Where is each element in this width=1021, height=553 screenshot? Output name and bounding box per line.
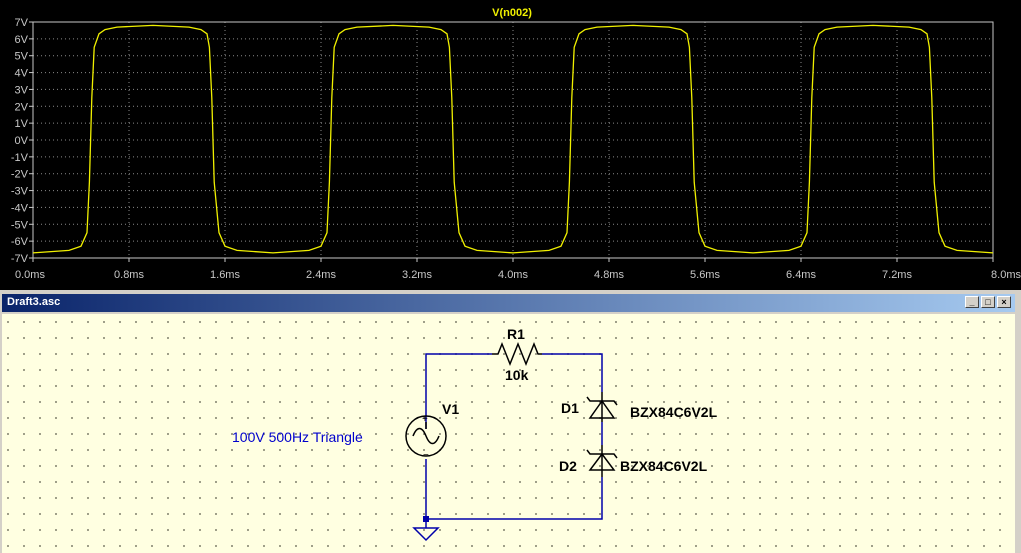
d1-model[interactable]: BZX84C6V2L [630,404,718,420]
y-tick-label: 5V [15,51,29,63]
plot-frame [32,21,994,259]
series-line[interactable] [32,24,994,254]
trace-title[interactable]: V(n002) [492,7,532,19]
y-tick-label: -1V [11,152,29,164]
y-axis-ticks: 7V 6V 5V 4V 3V 2V 1V 0V -1V -2V -3V -4V -5V -6V -7V [11,17,33,265]
resistor-r1[interactable]: R1 10k [492,326,542,383]
schematic-window[interactable]: Draft3.asc _ □ × R1 10k [0,292,1017,553]
x-tick-label: 0.8ms [114,269,144,281]
y-tick-label: -2V [11,169,29,181]
close-button[interactable]: × [997,296,1011,308]
sine-wave-icon [412,427,440,445]
zener-cathode-bar [586,449,618,459]
voltage-source-v1[interactable]: + − V1 100V 500Hz Triangle [232,401,459,461]
schematic-canvas[interactable]: R1 10k + − V1 100V 500Hz Triangle D1 BZX… [2,314,1015,553]
x-tick-label: 5.6ms [690,269,720,281]
r1-value[interactable]: 10k [505,367,529,383]
zener-diode-d2[interactable]: D2 BZX84C6V2L [559,445,708,477]
x-tick-label: 6.4ms [786,269,816,281]
minimize-button[interactable]: _ [965,296,979,308]
ground-icon[interactable] [412,527,440,542]
x-tick-label: 4.0ms [498,269,528,281]
wire-r1-to-d1[interactable] [542,353,603,392]
x-tick-label: 3.2ms [402,269,432,281]
v1-value[interactable]: 100V 500Hz Triangle [232,429,363,445]
y-tick-label: -3V [11,186,29,198]
y-tick-label: -4V [11,202,29,214]
y-tick-label: -5V [11,219,29,231]
window-title-bar[interactable]: Draft3.asc _ □ × [2,294,1015,312]
r1-name[interactable]: R1 [507,326,525,342]
x-tick-label: 4.8ms [594,269,624,281]
y-tick-label: 0V [15,135,29,147]
y-tick-label: 7V [15,17,29,29]
y-tick-label: 6V [15,34,29,46]
x-tick-label: 2.4ms [306,269,336,281]
zener-cathode-bar [586,396,618,406]
x-tick-label: 1.6ms [210,269,240,281]
maximize-button[interactable]: □ [981,296,995,308]
wire-d2-to-ground[interactable] [426,477,603,520]
window-title: Draft3.asc [7,296,61,308]
ground-symbol[interactable] [412,519,440,542]
zener-triangle-icon [588,452,616,471]
schematic-drawing[interactable]: R1 10k + − V1 100V 500Hz Triangle D1 BZX… [2,314,1015,553]
y-tick-label: 4V [15,68,29,80]
x-axis-ticks: 0.0ms 0.8ms 1.6ms 2.4ms 3.2ms 4.0ms 4.8ms 5.6ms… [15,258,1021,281]
x-tick-label: 0.0ms [15,269,45,281]
x-tick-label: 8.0ms [991,269,1021,281]
y-tick-label: 1V [15,118,29,130]
wire-v1-to-r1[interactable] [425,353,492,429]
d2-name[interactable]: D2 [559,458,577,474]
minus-icon: − [423,450,429,461]
resistor-symbol[interactable] [492,341,542,367]
plus-icon: + [422,414,428,425]
y-tick-label: 3V [15,84,29,96]
trace-v-n002[interactable] [32,24,994,254]
zener-triangle-icon [588,399,616,419]
waveform-plot[interactable]: 7V 6V 5V 4V 3V 2V 1V 0V -1V -2V -3V -4V -5V -6V -7V 0.… [0,0,1021,290]
v1-name[interactable]: V1 [442,401,459,417]
d2-model[interactable]: BZX84C6V2L [620,458,708,474]
d1-name[interactable]: D1 [561,400,579,416]
plot-grid [32,21,994,259]
zener-diode-d1[interactable]: D1 BZX84C6V2L [561,392,718,422]
x-tick-label: 7.2ms [882,269,912,281]
waveform-viewer[interactable]: 7V 6V 5V 4V 3V 2V 1V 0V -1V -2V -3V -4V -5V -6V -7V 0.… [0,0,1021,290]
y-tick-label: 2V [15,101,29,113]
y-tick-label: -6V [11,236,29,248]
y-tick-label: -7V [11,253,29,265]
source-circle[interactable] [405,415,447,457]
